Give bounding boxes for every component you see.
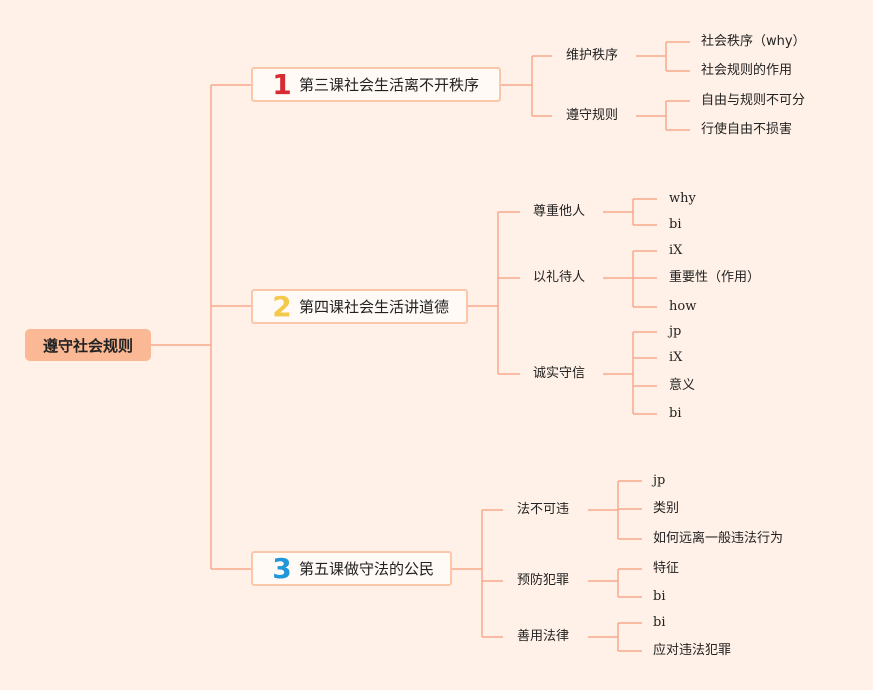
lesson-node-1[interactable]: 1 第三课社会生活离不开秩序: [251, 67, 501, 102]
topic-node[interactable]: 维护秩序: [566, 48, 619, 63]
leaf-node[interactable]: 应对违法犯罪: [653, 643, 732, 658]
leaf-node[interactable]: 意义: [669, 378, 696, 393]
leaf-node[interactable]: bi: [669, 406, 682, 421]
lesson-label: 第四课社会生活讲道德: [299, 298, 450, 316]
lesson-label: 第三课社会生活离不开秩序: [299, 76, 480, 94]
leaf-node[interactable]: 自由与规则不可分: [701, 93, 806, 108]
leaf-node[interactable]: bi: [653, 615, 666, 630]
leaf-node[interactable]: 行使自由不损害: [701, 122, 793, 137]
leaf-node[interactable]: bi: [669, 217, 682, 232]
leaf-node[interactable]: 重要性（作用）: [669, 270, 761, 285]
leaf-node[interactable]: bi: [653, 589, 666, 604]
leaf-node[interactable]: 社会规则的作用: [701, 63, 793, 78]
topic-node[interactable]: 遵守规则: [566, 108, 619, 123]
topic-node[interactable]: 法不可违: [517, 502, 570, 517]
leaf-node[interactable]: jp: [653, 473, 666, 488]
leaf-node[interactable]: jp: [669, 324, 682, 339]
topic-node[interactable]: 以礼待人: [533, 270, 586, 285]
lesson-node-2[interactable]: 2 第四课社会生活讲道德: [251, 289, 468, 324]
topic-node[interactable]: 尊重他人: [533, 204, 586, 219]
leaf-node[interactable]: why: [669, 191, 696, 206]
lesson-node-3[interactable]: 3 第五课做守法的公民: [251, 551, 452, 586]
leaf-node[interactable]: 社会秩序（why）: [701, 34, 806, 49]
leaf-node[interactable]: 如何远离一般违法行为: [653, 531, 784, 546]
lesson-label: 第五课做守法的公民: [299, 560, 435, 578]
number-one-icon: 1: [272, 67, 292, 101]
topic-node[interactable]: 预防犯罪: [517, 573, 570, 588]
topic-node[interactable]: 善用法律: [517, 629, 570, 644]
topic-node[interactable]: 诚实守信: [533, 366, 586, 381]
root-node[interactable]: 遵守社会规则: [25, 329, 151, 361]
leaf-node[interactable]: iX: [669, 350, 683, 365]
leaf-node[interactable]: 类别: [653, 501, 680, 516]
number-three-icon: 3: [272, 551, 292, 585]
leaf-node[interactable]: iX: [669, 243, 683, 258]
leaf-node[interactable]: how: [669, 299, 697, 314]
number-two-icon: 2: [272, 289, 292, 323]
leaf-node[interactable]: 特征: [653, 561, 680, 576]
